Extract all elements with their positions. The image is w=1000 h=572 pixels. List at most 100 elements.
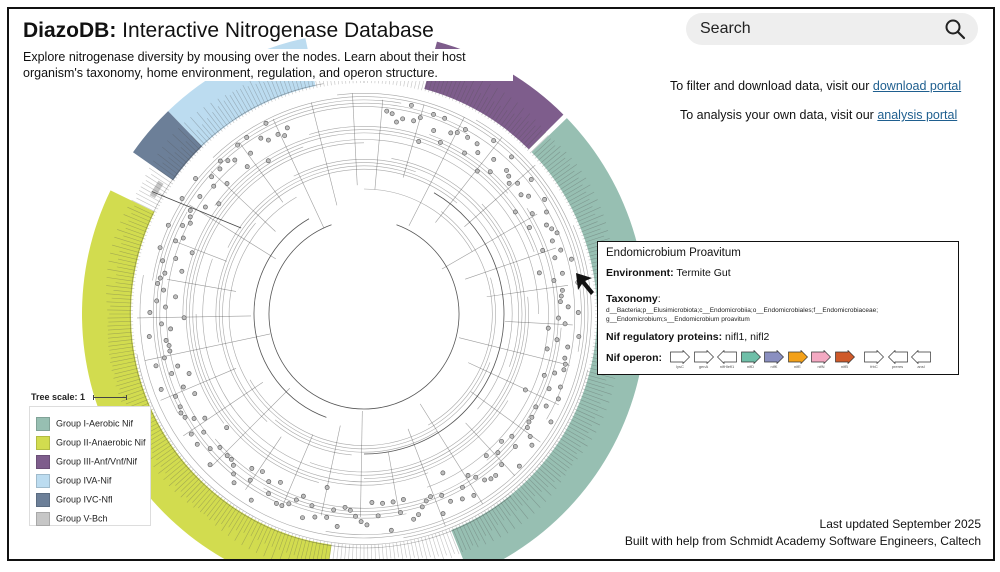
tooltip-operon-label: Nif operon: (606, 352, 662, 364)
tree-leaf (107, 331, 134, 335)
gene-arrow (787, 350, 808, 364)
tree-leaf (566, 191, 587, 203)
tree-leaf (156, 446, 176, 461)
tree-node (543, 403, 549, 409)
tree-leaf (414, 539, 420, 559)
tree-leaf (248, 521, 263, 550)
tree-node (551, 278, 557, 283)
node-tooltip: Endomicrobium Proavitum Environment: Ter… (597, 241, 959, 375)
tree-leaf (554, 170, 575, 185)
tree-leaf (332, 543, 336, 559)
tree-node (157, 275, 163, 281)
tree-leaf (445, 529, 455, 554)
search-input[interactable]: Search (700, 20, 751, 37)
tree-leaf (111, 364, 139, 371)
tree-leaf (308, 539, 314, 559)
tree-leaf (118, 385, 145, 395)
tree-node (187, 214, 193, 220)
tree-branch (310, 102, 338, 206)
tree-node (575, 310, 581, 315)
tree-leaf (572, 412, 601, 426)
tree-leaf (168, 466, 191, 487)
tree-leaf (201, 124, 215, 139)
tree-node (506, 180, 512, 186)
tree-leaf (496, 502, 516, 529)
tree-branch (192, 142, 429, 486)
tree-branch (202, 203, 526, 476)
tree-branch (215, 165, 513, 410)
tree-branch (374, 99, 384, 190)
tree-leaf (107, 328, 134, 331)
scale-bar (93, 395, 128, 401)
tree-node (529, 442, 535, 448)
tree-leaf (193, 487, 212, 508)
tree-branch (136, 353, 589, 545)
tree-node (228, 456, 234, 462)
tree-node (558, 293, 564, 299)
tree-branch (309, 158, 523, 473)
tree-leaf (490, 105, 501, 122)
tree-leaf (271, 80, 280, 100)
gene-label: preres (891, 364, 904, 369)
tree-leaf (250, 519, 260, 537)
tree-node (411, 118, 417, 124)
tree-leaf (115, 378, 143, 387)
tree-node (173, 256, 179, 261)
legend-label: Group IVA-Nif (56, 475, 112, 486)
tree-leaf (396, 542, 399, 558)
tree-leaf (529, 474, 552, 496)
tree-node (225, 158, 231, 164)
tree-leaf (192, 484, 209, 503)
tree-branch (227, 162, 416, 248)
tree-node (167, 348, 173, 354)
tree-leaf (569, 418, 597, 433)
tree-node (474, 141, 480, 147)
tree-node (499, 438, 504, 444)
search-icon[interactable] (944, 18, 966, 40)
tree-node (448, 130, 454, 136)
tree-node (522, 387, 528, 393)
tree-leaf (519, 484, 541, 508)
tree-leaf (344, 544, 347, 559)
tree-leaf (370, 544, 372, 559)
tree-leaf (462, 522, 474, 546)
tree-leaf (374, 544, 376, 559)
tree-branch (504, 321, 573, 326)
tree-leaf (185, 141, 199, 154)
tree-leaf (209, 498, 226, 521)
tree-node (207, 462, 213, 468)
tree-branch (222, 222, 352, 456)
tree-node (364, 522, 370, 528)
tree-leaf (110, 252, 140, 261)
tree-branch (352, 93, 358, 186)
tree-leaf (152, 440, 172, 454)
tree-leaf (484, 101, 495, 118)
tree-leaf (288, 534, 297, 559)
tree-node (188, 431, 194, 437)
tree-node (282, 133, 288, 139)
tree-leaf (114, 236, 144, 247)
tree-node (548, 419, 554, 425)
tree-leaf (296, 536, 304, 559)
tree-branch (129, 83, 512, 549)
tree-node (499, 462, 505, 468)
legend-swatch (36, 417, 50, 431)
tree-node (459, 496, 465, 502)
gene-label: nifE (794, 364, 801, 369)
tree-node (231, 480, 237, 486)
tree-leaf (340, 543, 343, 559)
search-bar[interactable]: Search (686, 13, 978, 45)
tree-leaf (534, 140, 555, 159)
tree-leaf (516, 119, 536, 141)
tree-branch (195, 313, 509, 483)
tree-branch (189, 139, 539, 483)
tree-node (515, 180, 521, 186)
tree-leaf (475, 83, 491, 112)
tree-leaf (552, 164, 577, 182)
page-frame: DiazoDB: Interactive Nitrogenase Databas… (7, 7, 995, 561)
download-portal-link[interactable]: download portal (872, 79, 962, 93)
tree-leaf (242, 84, 257, 110)
analysis-portal-link[interactable]: analysis portal (877, 108, 958, 122)
tree-node (512, 444, 518, 449)
tree-leaf (151, 173, 172, 188)
